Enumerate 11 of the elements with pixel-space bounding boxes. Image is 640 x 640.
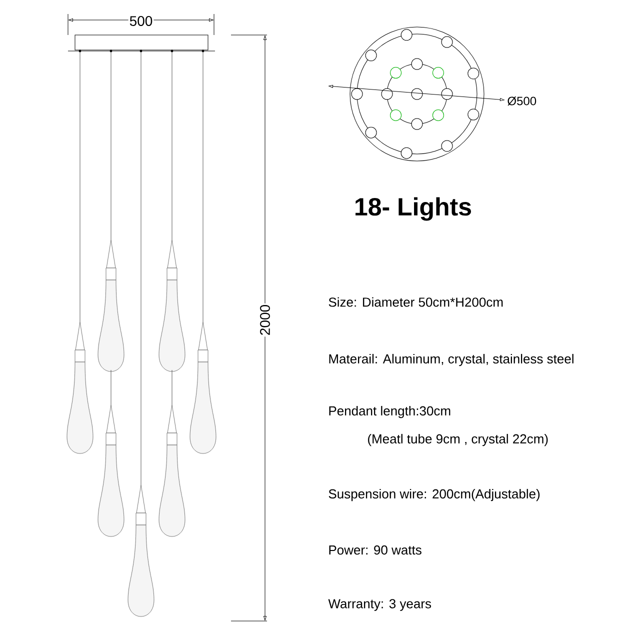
dimension-label: Ø500: [508, 96, 536, 106]
title: 18- Lights: [356, 197, 471, 221]
spec-text: Materail: Aluminum, crystal, stainless steel: [329, 354, 574, 366]
spec-text: Size: Diameter 50cm*H200cm: [328, 297, 503, 307]
dimension-label: 500: [128, 15, 154, 27]
spec-text: Suspension wire: 200cm(Adjustable): [328, 488, 540, 502]
spec-text: Pendant length:30cm: [329, 406, 450, 418]
spec-text: Warranty: 3 years: [328, 599, 432, 611]
spec-text: (Meatl tube 9cm , crystal 22cm): [368, 434, 548, 446]
spec-text: Power: 90 watts: [329, 545, 422, 555]
dimension-label: 2000: [259, 303, 271, 337]
